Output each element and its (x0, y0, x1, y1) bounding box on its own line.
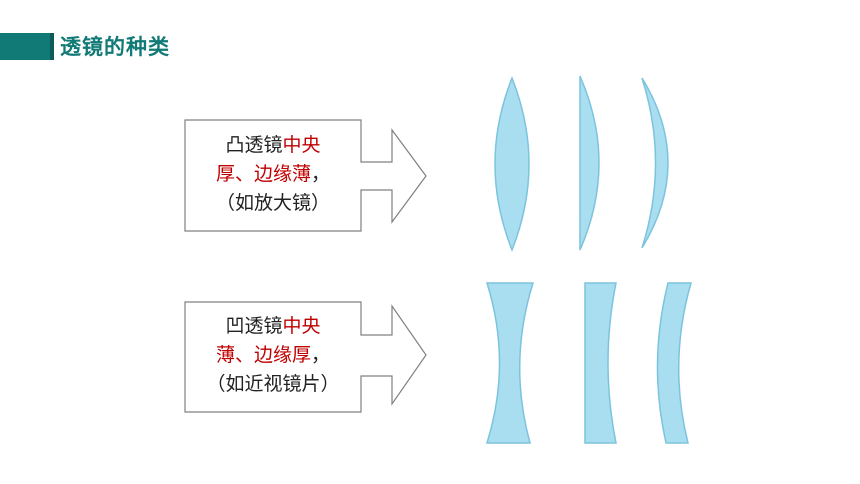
convex-example: （如放大镜） (215, 192, 330, 214)
convex-lens-name: 凸透镜 (225, 134, 283, 156)
convex-center-label: 中央 (282, 134, 321, 156)
page-title: 透镜的种类 (60, 35, 170, 59)
convex-line-2: 厚、边缘薄， (185, 160, 361, 189)
convex-thickness-label: 厚、边缘薄 (215, 163, 311, 185)
convex-arrow-callout (184, 119, 427, 232)
concave-center-label: 中央 (282, 315, 321, 337)
concave-example: （如近视镜片） (206, 373, 340, 395)
concave-lens-description: 凹透镜中央 薄、边缘厚， （如近视镜片） (185, 312, 361, 399)
convex-comma: ， (311, 163, 331, 185)
concave-comma: ， (311, 344, 331, 366)
concave-arrow-callout (184, 301, 427, 413)
concave-line-2: 薄、边缘厚， (185, 341, 361, 370)
title-accent-edge (50, 33, 54, 60)
concave-lens-name: 凹透镜 (225, 315, 283, 337)
convex-lens-description: 凸透镜中央 厚、边缘薄， （如放大镜） (185, 131, 361, 218)
convex-line-1: 凸透镜中央 (185, 131, 361, 160)
concave-line-1: 凹透镜中央 (185, 312, 361, 341)
title-accent-bar (0, 33, 50, 60)
concave-thickness-label: 薄、边缘厚 (215, 344, 311, 366)
